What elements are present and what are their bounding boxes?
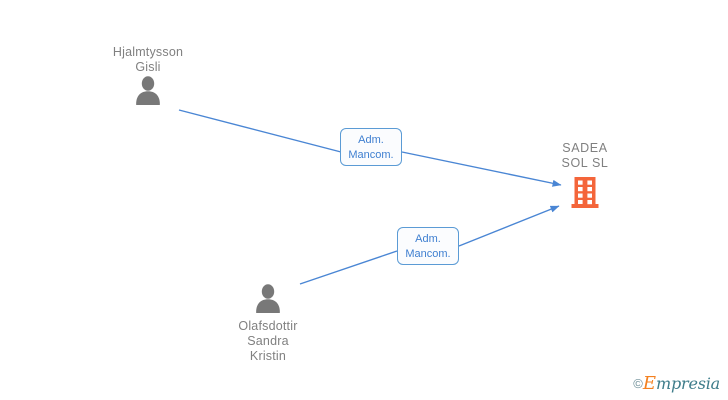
brand-initial: E <box>642 373 656 394</box>
node-person-hjalmtysson-gisli[interactable]: Hjalmtysson Gisli <box>73 45 223 107</box>
edge-person-bottom-to-company-arrow <box>458 205 560 247</box>
node-person-olafsdottir-sandra-kristin[interactable]: Olafsdottir Sandra Kristin <box>193 283 343 364</box>
company-label: SADEA SOL SL <box>561 141 609 170</box>
edge-person-top-to-company-arrow <box>401 151 562 187</box>
person-icon <box>256 284 280 313</box>
node-company-sadea-sol-sl[interactable]: SADEA SOL SL <box>510 141 660 209</box>
relation-label-adm-mancom-1[interactable]: Adm. Mancom. <box>340 128 402 166</box>
person-icon <box>136 76 160 105</box>
edge-person-top-to-company <box>178 109 342 153</box>
person-top-label: Hjalmtysson Gisli <box>112 45 184 74</box>
watermark-empresia: ©Empresia <box>633 375 720 394</box>
brand-name: mpresia <box>656 374 720 393</box>
building-icon <box>571 177 599 208</box>
copyright-symbol: © <box>633 376 643 391</box>
person-bottom-label: Olafsdottir Sandra Kristin <box>238 319 298 363</box>
relation-label-adm-mancom-2[interactable]: Adm. Mancom. <box>397 227 459 265</box>
edge-person-bottom-to-company <box>299 250 398 285</box>
